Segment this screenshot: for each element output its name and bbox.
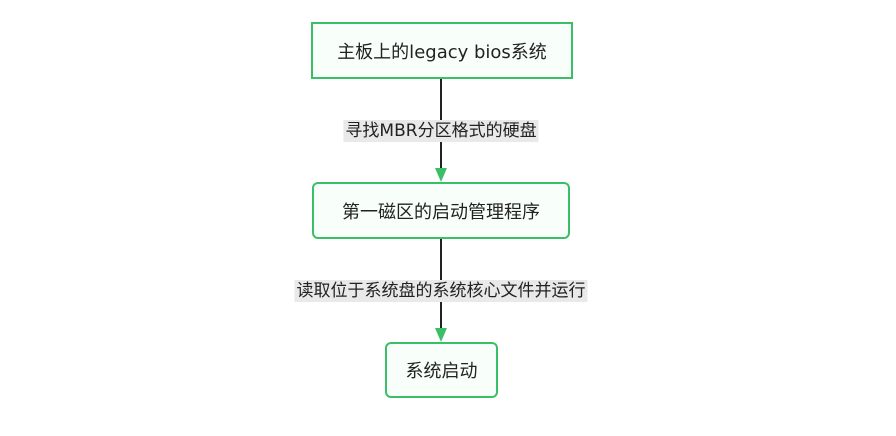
node-legacy-bios: 主板上的legacy bios系统 [311, 22, 573, 79]
edge-label-load-kernel: 读取位于系统盘的系统核心文件并运行 [294, 280, 588, 302]
arrowhead-2 [435, 328, 447, 342]
node-boot-manager: 第一磁区的启动管理程序 [312, 182, 570, 239]
edge-label-find-mbr: 寻找MBR分区格式的硬盘 [343, 120, 539, 142]
node-system-start: 系统启动 [385, 342, 498, 398]
arrowhead-1 [435, 168, 447, 182]
